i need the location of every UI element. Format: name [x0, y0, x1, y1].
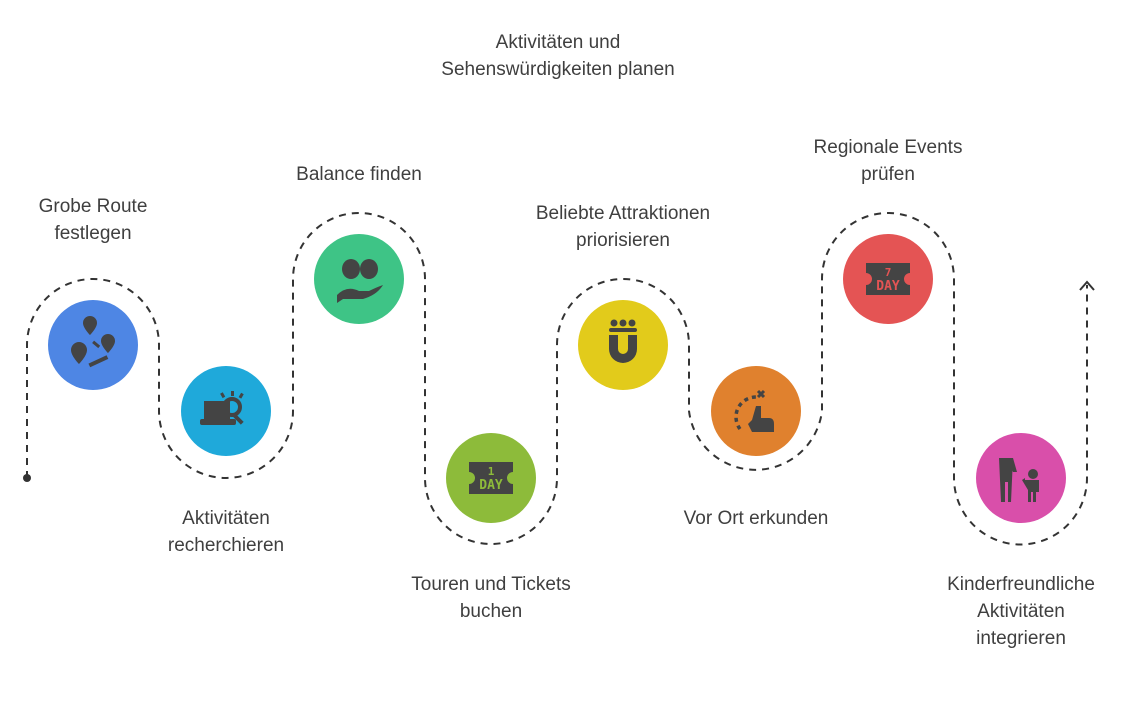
ticket-number: 7	[885, 266, 892, 279]
step-label-line: priorisieren	[576, 230, 670, 251]
title-line-1: Aktivitäten und	[496, 32, 621, 53]
step-label-line: recherchieren	[168, 535, 284, 556]
step-circle	[578, 300, 668, 390]
step-3: Balance finden	[296, 164, 422, 324]
step-1: Grobe Route festlegen	[39, 196, 148, 390]
title-line-2: Sehenswürdigkeiten planen	[441, 59, 674, 80]
arrow-up-icon	[1079, 280, 1095, 291]
laptop-search-icon	[200, 391, 244, 425]
step-6: Vor Ort erkunden	[684, 366, 829, 529]
step-label-line: Kinderfreundliche	[947, 574, 1095, 595]
step-label-line: Grobe Route	[39, 196, 148, 217]
step-label-line: Beliebte Attraktionen	[536, 203, 710, 224]
step-label-line: Aktivitäten	[977, 601, 1065, 622]
ticket-day: DAY	[876, 279, 900, 294]
magnet-people-icon	[609, 319, 637, 363]
step-5: Beliebte Attraktionen priorisieren	[536, 203, 710, 390]
hand-path-pointer-icon	[734, 389, 774, 432]
step-label-line: integrieren	[976, 628, 1066, 649]
step-circle	[48, 300, 138, 390]
parent-child-icon	[999, 458, 1039, 502]
step-label-line: Regionale Events	[814, 137, 963, 158]
step-label-line: Touren und Tickets	[411, 574, 570, 595]
ticket-day: DAY	[479, 478, 503, 493]
step-label-line: buchen	[460, 601, 522, 622]
brain-hand-icon	[337, 259, 383, 303]
step-circle	[314, 234, 404, 324]
step-label-line: Balance finden	[296, 164, 422, 185]
step-circle	[976, 433, 1066, 523]
map-pins-route-icon	[71, 316, 115, 368]
step-2: Aktivitäten recherchieren	[168, 366, 284, 556]
step-label-line: festlegen	[54, 223, 131, 244]
path-start-dot	[23, 474, 31, 482]
step-label-line: Vor Ort erkunden	[684, 508, 829, 529]
ticket-number: 1	[488, 465, 495, 478]
step-label-line: prüfen	[861, 164, 915, 185]
step-label-line: Aktivitäten	[182, 508, 270, 529]
dashed-path	[26, 212, 1088, 546]
